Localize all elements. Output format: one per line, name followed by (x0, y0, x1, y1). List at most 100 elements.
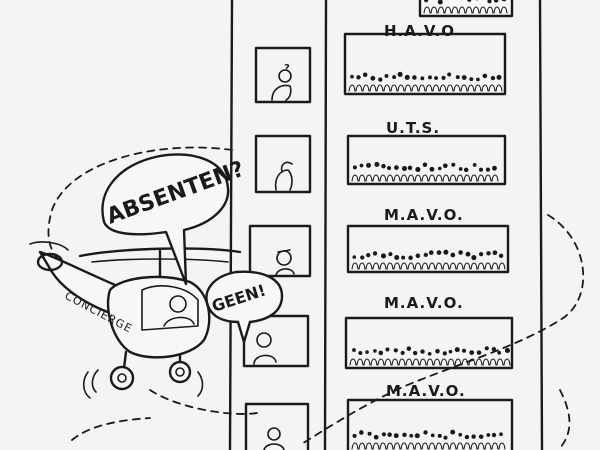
student-head (428, 250, 434, 255)
student-body (435, 262, 443, 270)
student-head (386, 165, 392, 171)
student-body (414, 174, 422, 182)
student-head (476, 77, 480, 82)
student-body (358, 262, 366, 270)
student-head (394, 165, 399, 170)
student-body (472, 6, 480, 14)
student-head (388, 252, 393, 257)
student-body (503, 358, 511, 366)
student-head (471, 254, 477, 261)
classroom-panel-mavo-3 (346, 398, 514, 450)
student-body (349, 358, 357, 366)
student-body (460, 84, 468, 92)
student-body (421, 442, 429, 450)
student-body (456, 262, 464, 270)
floor-label-havo: H.A.V.O (384, 22, 455, 40)
floor-label-mavo-3: M.A.V.O. (386, 382, 466, 400)
student-head (407, 165, 413, 171)
classroom-panel-uts (346, 134, 507, 186)
student-head (436, 250, 442, 255)
student-body (362, 84, 370, 92)
student-body (393, 174, 401, 182)
student-head (486, 251, 491, 256)
student-body (484, 442, 492, 450)
svg-text:?: ? (284, 63, 290, 74)
student-body (372, 174, 380, 182)
student-head (385, 347, 390, 352)
student-head (415, 253, 421, 258)
student-body (435, 442, 443, 450)
student-head (402, 432, 407, 438)
student-body (449, 174, 457, 182)
student-head (471, 434, 476, 439)
student-body (470, 442, 478, 450)
student-head (469, 77, 474, 82)
student-head (437, 166, 442, 171)
student-head (476, 350, 482, 355)
student-head (381, 432, 386, 437)
student-body (384, 358, 392, 366)
student-body (400, 174, 408, 182)
student-body (475, 358, 483, 366)
student-body (463, 174, 471, 182)
student-head (412, 350, 418, 356)
student-body (432, 84, 440, 92)
student-body (470, 174, 478, 182)
student-body (363, 358, 371, 366)
student-head (408, 255, 413, 261)
student-head (485, 167, 491, 172)
student-body (477, 174, 485, 182)
student-body (498, 442, 506, 450)
classroom-floors: H.A.V.O U.T.S. M.A.V.O. M.A.V.O. M.A.V.O… (343, 22, 514, 450)
student-body (390, 84, 398, 92)
student-body (400, 442, 408, 450)
student-head (455, 75, 460, 80)
student-body (407, 262, 415, 270)
student-body (372, 442, 380, 450)
student-head (448, 349, 453, 354)
student-head (393, 348, 398, 353)
student-head (352, 433, 357, 438)
student-head (437, 0, 443, 5)
student-head (478, 167, 484, 172)
student-head (458, 432, 463, 437)
student-head (450, 252, 456, 258)
student-head (387, 432, 392, 437)
student-head (423, 252, 428, 257)
student-body (386, 442, 394, 450)
student-body (351, 174, 359, 182)
student-head (447, 72, 452, 77)
student-body (482, 358, 490, 366)
student-body (372, 262, 380, 270)
student-body (404, 84, 412, 92)
student-head (497, 350, 502, 355)
student-body (426, 358, 434, 366)
student-head (486, 433, 491, 437)
student-body (456, 174, 464, 182)
student-head (487, 0, 492, 4)
student-head (381, 163, 386, 169)
student-body (442, 442, 450, 450)
student-head (360, 255, 365, 260)
student-body (351, 262, 359, 270)
student-head (406, 346, 412, 351)
student-body (423, 6, 431, 14)
student-head (498, 253, 504, 258)
student-body (477, 442, 485, 450)
student-head (370, 75, 376, 81)
student-head (491, 432, 497, 438)
student-head (434, 76, 439, 80)
student-head (482, 73, 488, 79)
student-head (358, 351, 363, 355)
student-head (427, 351, 432, 356)
student-body (365, 442, 373, 450)
student-head (414, 433, 420, 439)
student-body (486, 6, 494, 14)
student-body (365, 262, 373, 270)
student-head (451, 162, 456, 167)
student-body (419, 358, 427, 366)
student-body (454, 358, 462, 366)
student-head (415, 166, 421, 173)
student-head (373, 434, 379, 440)
